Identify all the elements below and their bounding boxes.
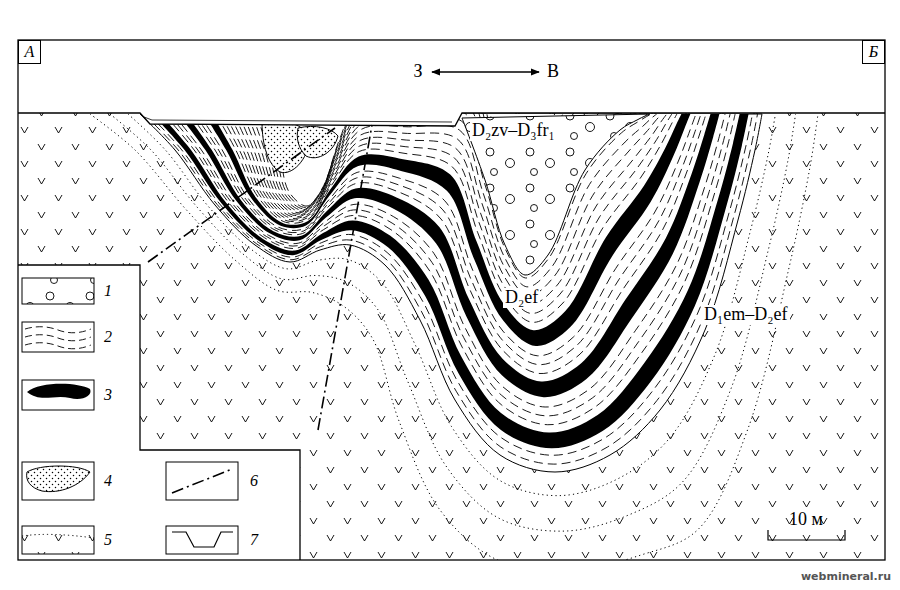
bedding-line [216,114,677,322]
contact-line [128,114,775,496]
bedding-line [239,114,652,278]
legend-sample [22,526,94,554]
legend-number: 1 [104,282,112,300]
legend-number: 5 [104,531,112,549]
fault-line [318,125,372,430]
scale-label: 10 м [789,510,823,530]
legend-number: 7 [250,531,258,549]
strata-zone [186,114,710,381]
contact-line [110,114,796,531]
strata-zone [212,114,681,330]
bedding-line [190,114,706,374]
bedding-line [173,114,725,407]
unit-label: D₁em–D₂ef [702,305,790,325]
frame [18,40,885,560]
strata-zone [160,114,740,433]
legend-sample [22,278,94,304]
bedding-line [144,114,758,464]
legend-trench-outline [172,532,233,547]
volcanic-ground [18,113,885,560]
bedding-line [199,114,696,356]
strata-zone [140,114,762,472]
fault-line [148,128,335,262]
bedding-line [195,114,701,365]
direction-letter: З [413,62,422,82]
legend-fault-line [172,469,232,493]
bedding-line [149,114,753,455]
legend-number: 4 [104,472,112,490]
bedding-line [234,114,657,287]
legend-contact-line [22,534,94,538]
trench-line [144,117,452,122]
bedding-line [169,114,731,416]
syncline-core [462,114,650,275]
watermark: webmineral.ru [801,571,891,583]
contact-line [90,114,818,571]
legend-strata-lines [25,327,91,349]
bedding-line [225,114,667,305]
unit-label: D₂ef [503,288,540,308]
legend-border [18,265,300,560]
legend-sample [22,322,94,352]
legend-sample [166,462,238,500]
legend-number: 3 [104,386,112,404]
unit-label: D₂zv–D₃fr₁ [470,121,557,141]
bedding-line [164,114,735,425]
fold-layers [90,56,818,571]
direction-letter: В [547,62,559,82]
direction-arrow [432,71,539,72]
section-end-letter: А [25,43,35,61]
corner-letter-box: А [18,40,41,64]
legend-dotted-lens [27,466,90,492]
ground-surface [18,113,885,126]
black-band [204,114,690,346]
legend-number: 6 [250,472,258,490]
corner-letter-box: Б [862,40,885,64]
section-end-letter: Б [869,43,878,61]
legend-sample [166,526,238,554]
scale-bar [768,530,845,540]
legend-sample [22,380,94,410]
legend-number: 2 [104,328,112,346]
legend-sample [22,462,94,500]
bedding-line [221,114,672,313]
legend-black-lens [27,384,90,399]
